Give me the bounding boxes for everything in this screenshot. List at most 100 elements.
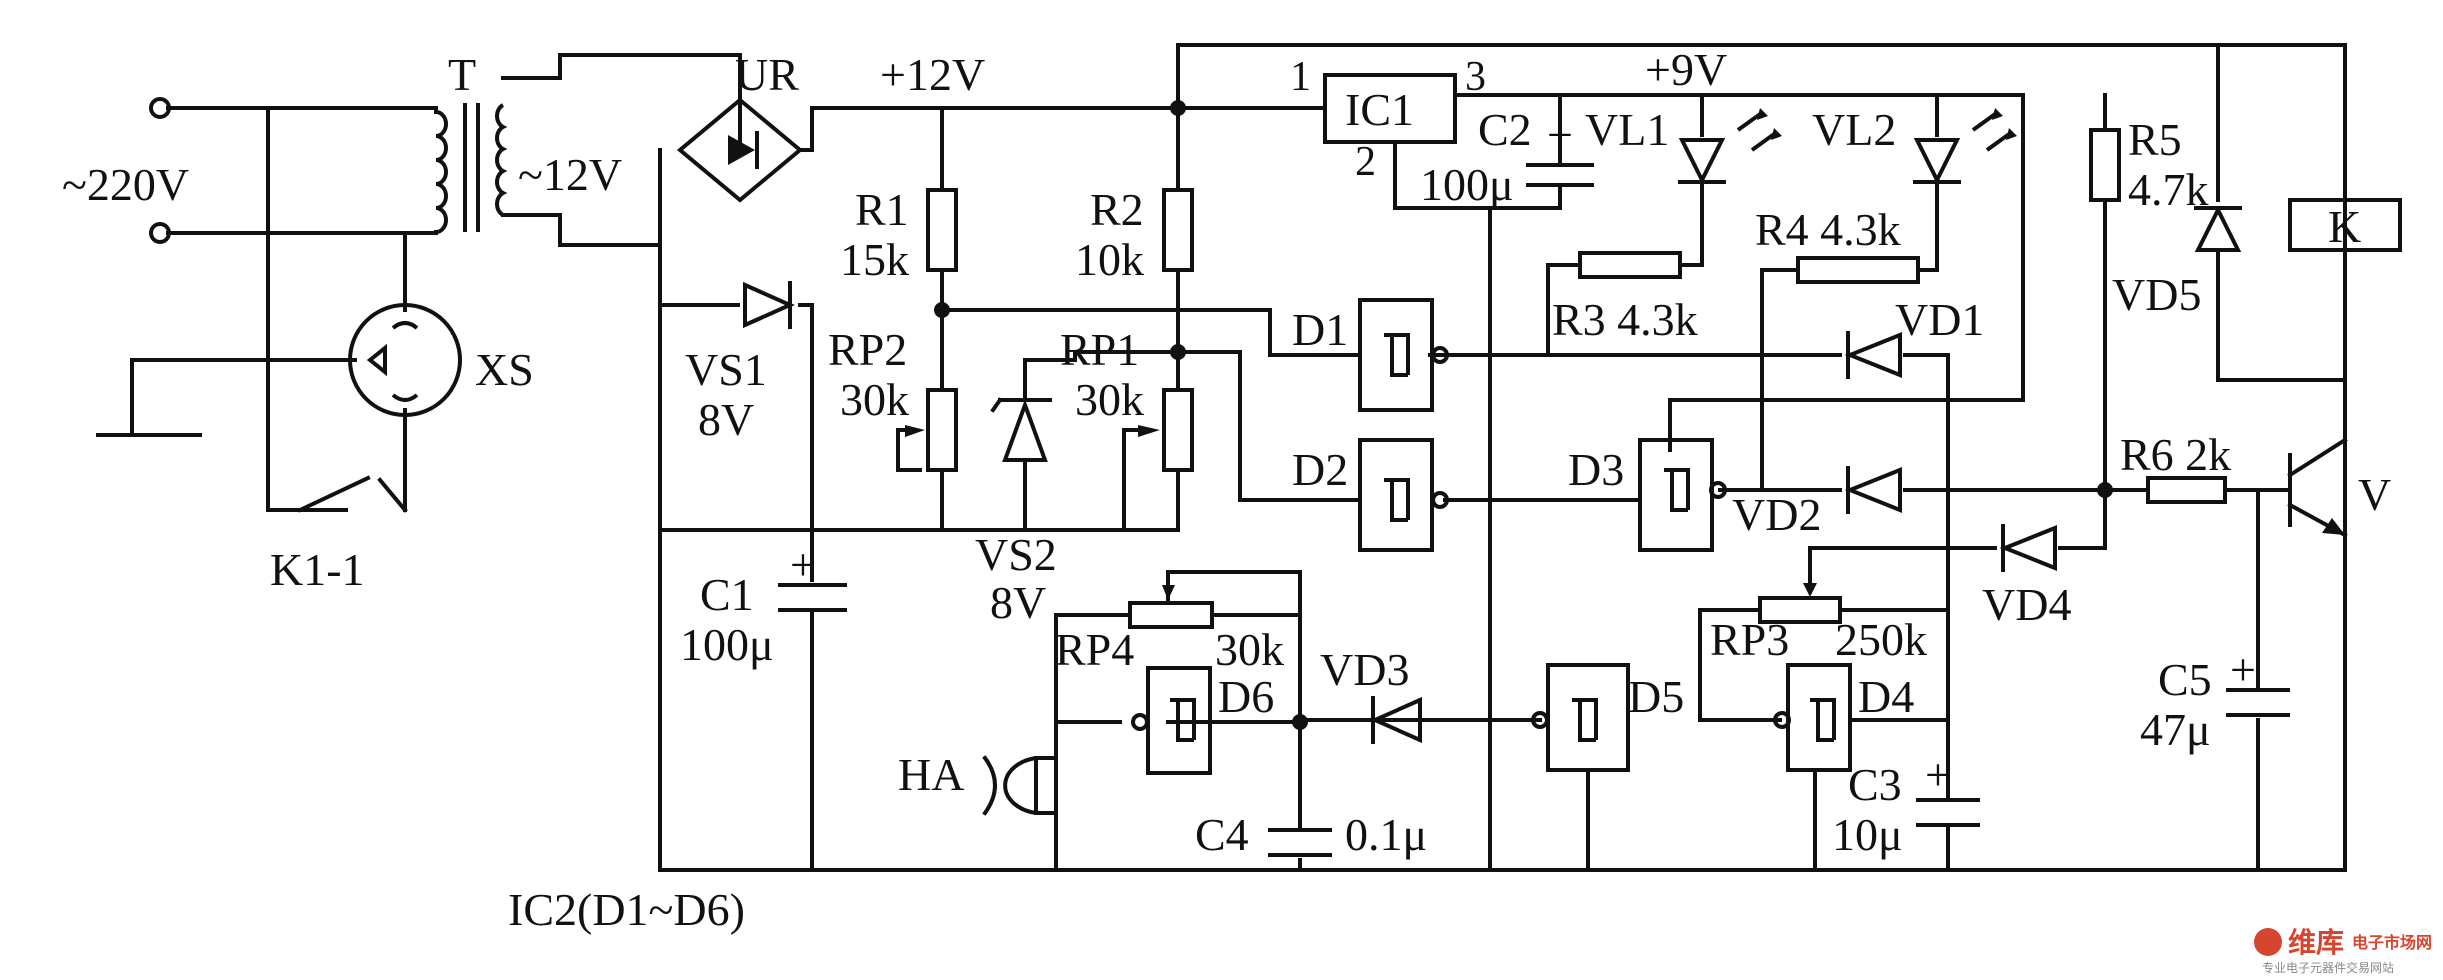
watermark: 维库 电子市场网 专业电子元器件交易网站 <box>2254 926 2432 975</box>
gate-d1 <box>1358 298 1449 412</box>
watermark-tagline: 专业电子元器件交易网站 <box>2262 960 2394 975</box>
label-c3: C3 <box>1848 759 1902 810</box>
junction-dots <box>934 100 2113 730</box>
relay-coil-k <box>2288 198 2402 252</box>
label-c1-plus: + <box>790 539 816 590</box>
label-r1: R1 <box>855 184 909 235</box>
label-rp3: RP3 <box>1710 614 1789 665</box>
label-vs1: VS1 <box>685 344 767 395</box>
gate-d5 <box>1531 663 1630 772</box>
label-r6: R6 2k <box>2120 429 2231 480</box>
label-rail12: +12V <box>880 49 985 100</box>
label-vd5: VD5 <box>2112 269 2201 320</box>
capacitor-c2 <box>1526 163 1594 187</box>
relay-contact <box>297 475 371 513</box>
gate-d2 <box>1358 438 1449 552</box>
label-vd2: VD2 <box>1732 489 1821 540</box>
label-vd3: VD3 <box>1320 644 1409 695</box>
label-r3: R3 4.3k <box>1552 294 1698 345</box>
resistor-r6 <box>2146 476 2227 504</box>
diode-vd4 <box>1999 524 2057 572</box>
label-d5: D5 <box>1628 671 1684 722</box>
socket-xs <box>348 303 462 417</box>
gate-d3 <box>1638 438 1727 552</box>
label-rp4-val: 30k <box>1215 624 1284 675</box>
label-c2-plus: + <box>1547 109 1573 160</box>
regulator-ic1 <box>1323 73 1457 144</box>
labels: ~220V T ~12V UR +12V +9V XS K1-1 IC1 1 2… <box>62 44 2391 935</box>
label-d1: D1 <box>1292 304 1348 355</box>
label-d4: D4 <box>1858 671 1914 722</box>
label-relay-contact: K1-1 <box>270 544 365 595</box>
zener-vs2 <box>990 397 1052 462</box>
zener-vs1 <box>743 281 795 329</box>
label-c5-plus: + <box>2230 644 2256 695</box>
label-ic1-pin1: 1 <box>1290 54 1311 100</box>
label-buzzer: HA <box>898 749 964 800</box>
label-ic1-pin2: 2 <box>1355 139 1376 185</box>
capacitor-c3 <box>1916 798 1980 827</box>
label-mains: ~220V <box>62 159 189 210</box>
diode-vd1 <box>1844 331 1902 379</box>
label-rp3-val: 250k <box>1835 614 1927 665</box>
resistor-r3 <box>1578 251 1682 279</box>
label-c3-plus: + <box>1925 749 1951 800</box>
label-c2-val: 100μ <box>1420 159 1514 210</box>
gate-d4 <box>1773 663 1852 772</box>
label-c4: C4 <box>1195 809 1249 860</box>
label-secondary: ~12V <box>518 149 622 200</box>
label-vl2: VL2 <box>1812 104 1896 155</box>
label-d2: D2 <box>1292 444 1348 495</box>
label-rail9: +9V <box>1645 44 1727 95</box>
diode-vd2 <box>1844 466 1902 514</box>
label-vd4: VD4 <box>1982 579 2071 630</box>
label-rp2-val: 30k <box>840 374 909 425</box>
label-transformer: T <box>448 49 476 100</box>
label-ic1-pin3: 3 <box>1465 54 1486 100</box>
transistor-v <box>2287 437 2348 538</box>
label-d6: D6 <box>1218 671 1274 722</box>
label-vs2: VS2 <box>975 529 1057 580</box>
label-ic1: IC1 <box>1345 84 1414 135</box>
transformer-symbol <box>434 103 508 235</box>
resistor-r5 <box>2089 128 2121 202</box>
label-r5: R5 <box>2128 114 2182 165</box>
capacitor-c4 <box>1268 828 1332 857</box>
capacitor-c5 <box>2226 688 2290 717</box>
potentiometer-rp4 <box>1128 570 1302 629</box>
led-vl1 <box>1678 108 1782 185</box>
label-ic2: IC2(D1~D6) <box>508 884 745 935</box>
label-c2: C2 <box>1478 104 1532 155</box>
resistor-r1 <box>926 188 958 272</box>
diode-vd5 <box>2194 205 2242 252</box>
label-r2: R2 <box>1090 184 1144 235</box>
label-r4: R4 4.3k <box>1755 204 1901 255</box>
label-rp2: RP2 <box>828 324 907 375</box>
gate-d6 <box>1131 666 1212 775</box>
bridge-rectifier <box>676 97 804 203</box>
label-transistor: V <box>2358 469 2391 520</box>
potentiometer-rp1 <box>1122 388 1194 472</box>
potentiometer-rp2 <box>896 388 958 472</box>
label-rp1-val: 30k <box>1075 374 1144 425</box>
label-rectifier: UR <box>735 49 799 100</box>
label-c4-val: 0.1μ <box>1345 809 1427 860</box>
led-vl2 <box>1913 108 2017 185</box>
resistor-r2 <box>1162 188 1194 272</box>
buzzer-ha <box>982 755 1058 816</box>
label-r1-val: 15k <box>840 234 909 285</box>
label-vs2-val: 8V <box>990 577 1046 628</box>
label-c1: C1 <box>700 569 754 620</box>
label-c5: C5 <box>2158 654 2212 705</box>
diode-vd3 <box>1370 696 1422 744</box>
label-socket: XS <box>475 344 534 395</box>
label-vs1-val: 8V <box>698 394 754 445</box>
potentiometer-rp3 <box>1758 578 1842 624</box>
label-c3-val: 10μ <box>1832 809 1903 860</box>
label-r5-val: 4.7k <box>2128 164 2209 215</box>
label-c1-val: 100μ <box>680 619 774 670</box>
label-rp4: RP4 <box>1055 624 1134 675</box>
label-relay: K <box>2328 201 2361 252</box>
wires <box>96 43 2347 872</box>
